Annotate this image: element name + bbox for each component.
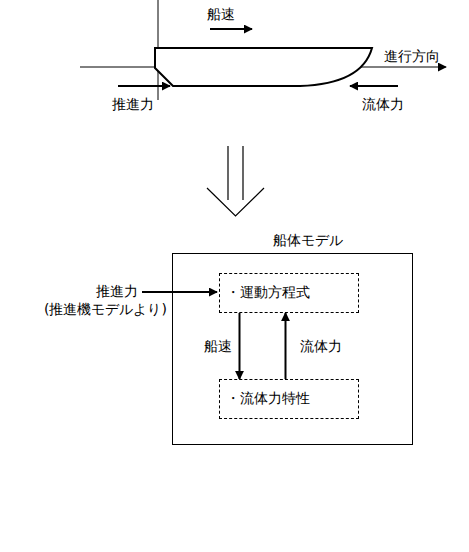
box-label: ・流体力特性 (226, 390, 310, 408)
equation-box: ・運動方程式 (219, 273, 359, 313)
fluid-property-box: ・流体力特性 (219, 379, 359, 419)
speed-connector (239, 313, 241, 379)
speed-arrow (210, 28, 252, 30)
annotation-label: 推進力 (96, 283, 138, 300)
box-label: ・運動方程式 (226, 284, 310, 302)
model-heading: 船体モデル (273, 232, 343, 250)
fluid-force-arrow (350, 85, 398, 87)
transform-arrow (207, 146, 264, 216)
annotation-label: (推進機モデルより) (44, 301, 167, 318)
annotation-label: 流体力 (362, 96, 404, 113)
fluid-force-connector (285, 313, 287, 379)
thrust-arrow (118, 85, 170, 87)
annotation-label: 船速 (207, 6, 235, 23)
annotation-label: 進行方向 (384, 48, 440, 65)
connector-label: 船速 (204, 338, 232, 355)
thrust-input-arrow (142, 291, 217, 293)
annotation-label: 推進力 (112, 96, 154, 113)
hull-outline (155, 48, 372, 86)
connector-label: 流体力 (300, 338, 342, 355)
